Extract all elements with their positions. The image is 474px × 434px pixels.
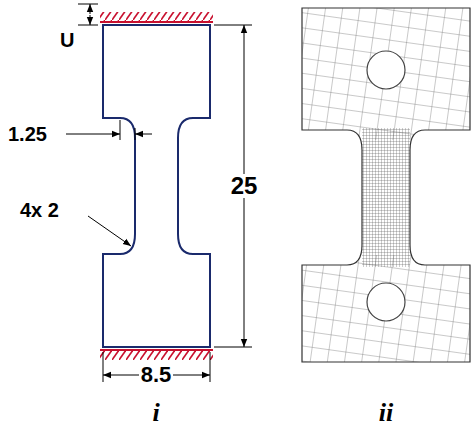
load-label: U xyxy=(60,30,74,50)
dimension-label: 1.25 xyxy=(8,124,47,144)
fixed-support xyxy=(100,12,213,360)
mesh-outline xyxy=(302,8,470,362)
fillet-leader xyxy=(88,216,131,246)
displacement-arrow xyxy=(78,4,98,25)
specimen-outline xyxy=(103,25,210,347)
figure-label: ii xyxy=(379,400,393,426)
step-dimension xyxy=(66,120,152,140)
figure-label: i xyxy=(152,400,159,426)
dimension-label: 8.5 xyxy=(139,364,174,386)
dimension-label: 25 xyxy=(229,174,260,198)
dimension-label: 4x 2 xyxy=(20,200,59,220)
finite-element-mesh xyxy=(296,0,474,365)
